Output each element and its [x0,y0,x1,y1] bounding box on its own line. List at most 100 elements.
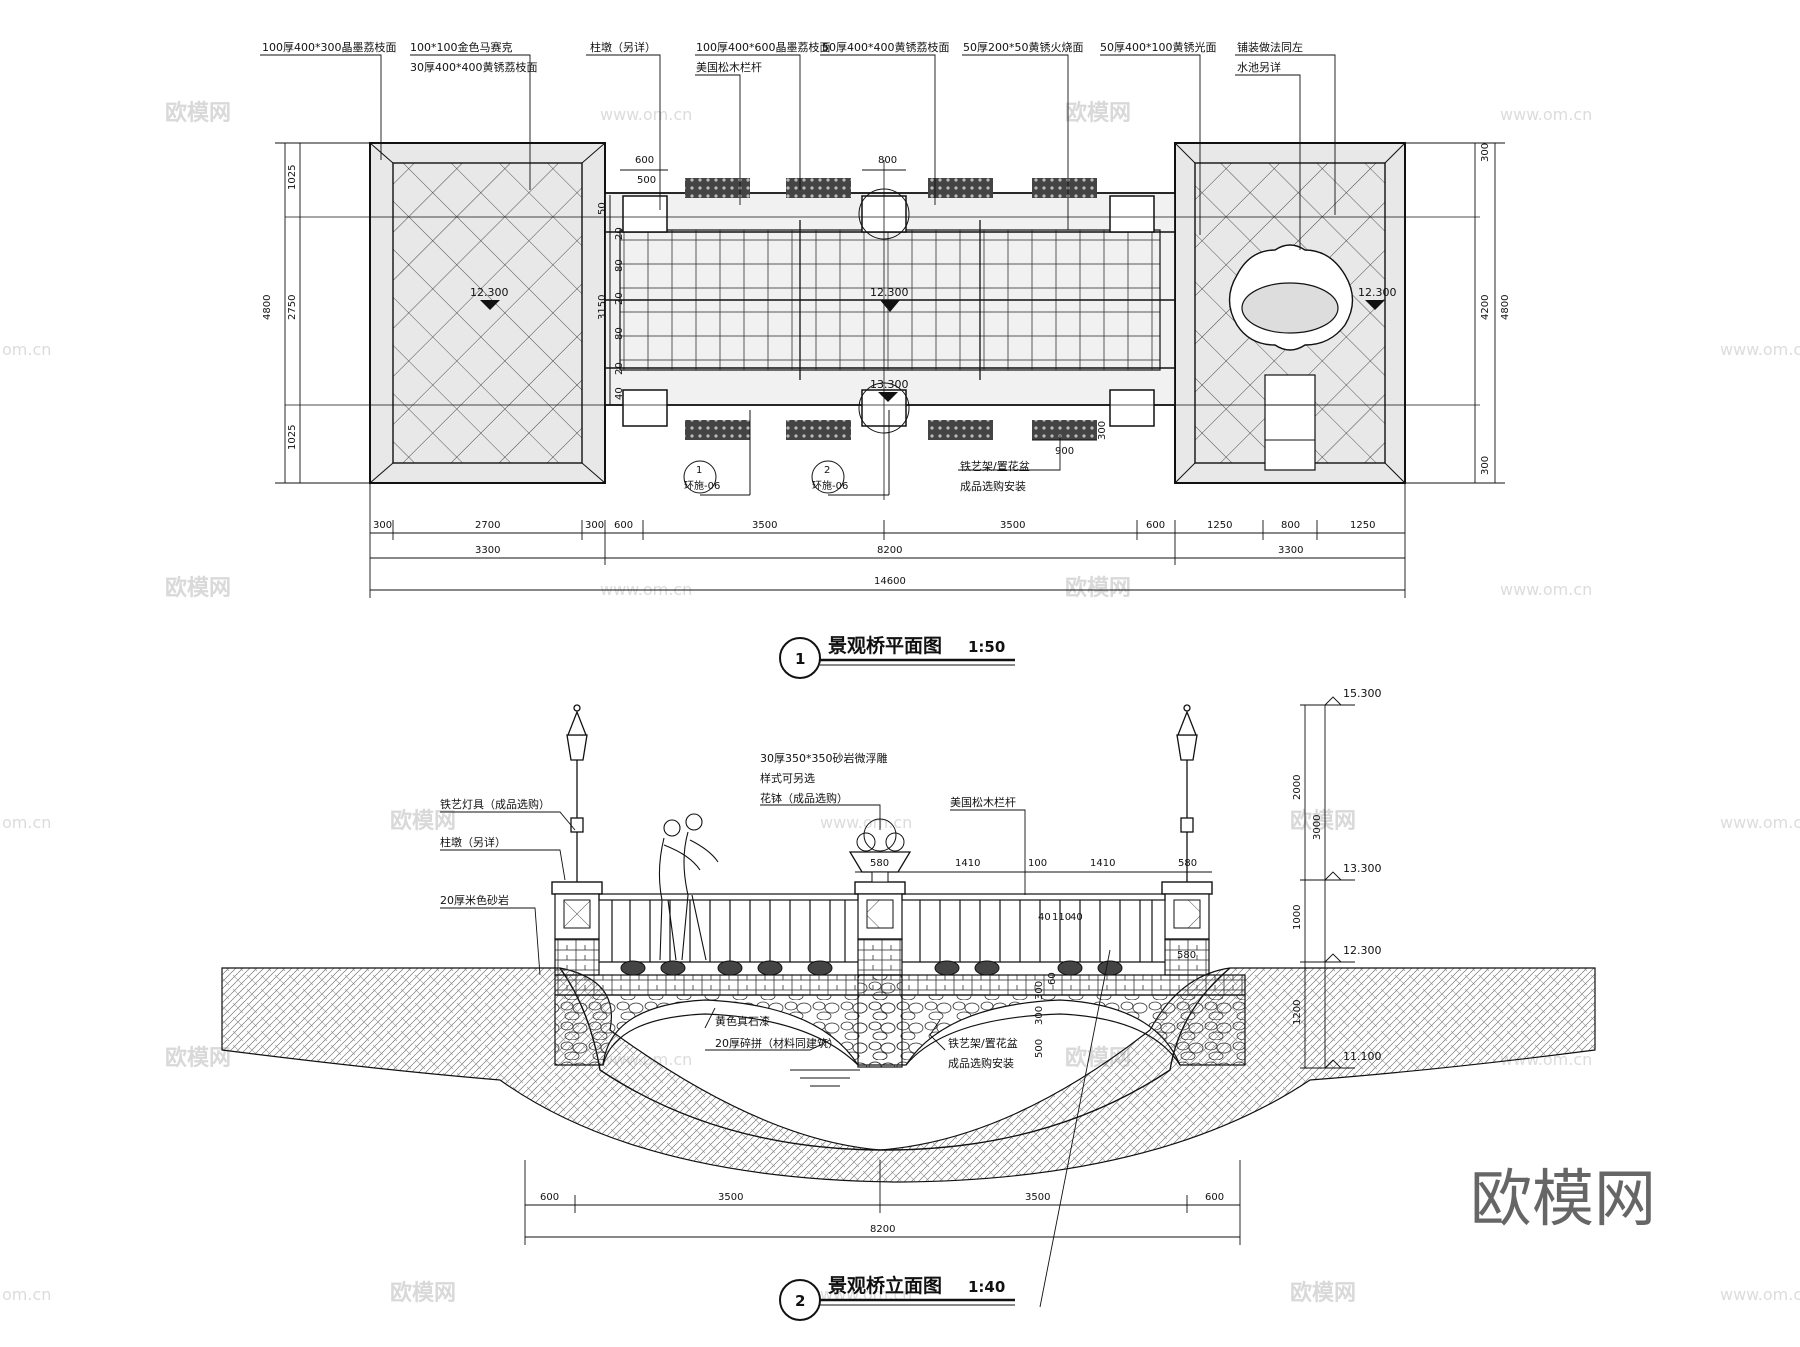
plan-dim-deck-0: 50 [597,202,608,215]
plan-ref2-number: 2 [824,465,830,476]
plan-dims-left-labels: 4800 1025 2750 1025 [262,165,298,450]
plan-label-iron-rack: 铁艺架/置花盆 [960,459,1030,473]
plan-dim-b1-1: 2700 [475,520,500,531]
plan-dim-b1-5: 3500 [1000,520,1025,531]
plan-label-paving-large: 100厚400*300晶墨荔枝面 [262,40,397,54]
watermark-brand-8: 欧模网 [1290,808,1356,834]
plan-dim-deck-5: 20 [614,362,625,375]
elev-level-0: 15.300 [1343,687,1382,700]
watermark-brand-2: 欧模网 [1065,100,1131,126]
plan-elev-center: 12.300 [870,286,909,299]
elev-level-1: 13.300 [1343,862,1382,875]
plan-dim-deck-7: 3150 [597,295,608,320]
elev-label-relief: 30厚350*350砂岩微浮雕 [760,751,888,765]
watermark-url-short-3: om.cn [2,1285,51,1304]
elev-dim-small-6: 300 [1034,1006,1045,1025]
plan-dim-top-1: 500 [637,175,656,186]
elev-lamp-left [566,704,588,882]
elev-labels: 铁艺灯具（成品选购） 柱墩（另详） 20厚米色砂岩 30厚350*350砂岩微浮… [440,751,1018,1070]
plan-dim-b1-2: 300 [585,520,604,531]
elev-label-style: 样式可另选 [760,771,815,785]
plan-dims-bottom [369,483,1406,598]
elev-scale: 1:40 [968,1278,1005,1296]
elev-dim-small-1: 110 [1052,912,1071,923]
elev-dim-small-4: 300 [1034,981,1045,1000]
elev-water [790,1069,860,1087]
plan-label-yellow-flame: 50厚200*50黄锈火烧面 [963,40,1084,54]
plan-dim-right-3: 300 [1480,456,1491,475]
elev-dim-rail-3: 1410 [1090,858,1115,869]
elev-label-iron-rack: 铁艺架/置花盆 [948,1036,1018,1050]
plan-dim-right-2: 4200 [1480,295,1491,320]
plan-dim-deck-2: 80 [614,259,625,272]
plan-right-platform [1174,142,1406,484]
watermark-url-7: www.om.cn [820,813,912,832]
plan-elev-bottom: 13.300 [870,378,909,391]
plan-label-paving-30: 30厚400*400黄锈荔枝面 [410,60,538,74]
plan-dim-b2-1: 8200 [877,545,902,556]
brand-logo-text: 欧模网 [1470,1162,1656,1235]
elev-dim-rail-1: 1410 [955,858,980,869]
elev-label-railing: 美国松木栏杆 [950,795,1016,809]
watermark-url-4: www.om.cn [1720,340,1800,359]
plan-dim-right-1: 300 [1480,143,1491,162]
watermark-url-short-1: om.cn [2,340,51,359]
plan-dim-misc-0: 900 [1055,446,1074,457]
plan-dim-left-outer: 4800 [262,295,273,320]
plan-flower-boxes [685,178,1097,440]
plan-dim-left-3: 1025 [287,425,298,450]
plan-label-pier: 柱墩（另详） [590,40,656,54]
elev-dim-right-0: 2000 [1292,775,1303,800]
plan-dim-deck-3: 20 [614,292,625,305]
plan-ref2-sheet: 环施-06 [812,479,848,492]
plan-dim-deck-4: 80 [614,327,625,340]
plan-dim-b2-2: 3300 [1278,545,1303,556]
plan-dims-right-labels: 4800 300 4200 300 [1480,143,1511,475]
elev-label-flower: 花钵（成品选购） [760,791,848,805]
plan-section-refs: 1 环施-06 2 环施-06 [683,410,890,496]
elev-level-labels: 15.300 13.300 12.300 11.100 2000 3000 10… [1292,687,1382,1063]
plan-label-yellow-polish: 50厚400*100黄锈光面 [1100,40,1217,54]
plan-leaders [260,54,1336,471]
elev-dim-right-1: 3000 [1312,815,1323,840]
plan-dims-left [275,142,370,484]
watermark-url-2: www.om.cn [1500,105,1592,124]
watermark-url-1: www.om.cn [600,105,692,124]
elev-dim-small-5: 60 [1047,972,1058,985]
elev-piers [551,881,1213,1068]
elev-dim-small-2: 40 [1070,912,1083,923]
elev-lamp-right [1176,704,1198,882]
plan-dim-b1-9: 1250 [1350,520,1375,531]
plan-dim-top-2: 800 [878,155,897,166]
elev-railings [598,893,1166,963]
plan-dim-left-2: 2750 [287,295,298,320]
plan-label-mosaic: 100*100金色马赛克 [410,40,513,54]
elev-label-install: 成品选购安装 [948,1056,1014,1070]
elev-title-index: 2 [795,1292,805,1310]
plan-label-yellow-litchi: 50厚400*400黄锈荔枝面 [822,40,950,54]
watermark-url-short-2: om.cn [2,813,51,832]
elev-dim-small-3: 580 [1177,950,1196,961]
elev-title: 景观桥立面图 [828,1274,942,1297]
watermark-brand-9: 欧模网 [165,1045,231,1071]
watermark-url-5: www.om.cn [600,580,692,599]
watermark-url-8: www.om.cn [1720,813,1800,832]
plan-title-index: 1 [795,650,805,668]
plan-dim-b1-6: 600 [1146,520,1165,531]
watermark-url-12: www.om.cn [1720,1285,1800,1304]
plan-dims-bottom-labels: 300 2700 300 600 3500 3500 600 1250 800 … [373,520,1375,587]
elev-dim-b-2: 3500 [1025,1192,1050,1203]
watermark-brand-5: 欧模网 [165,575,231,601]
elev-people-figures [658,813,719,961]
plan-labels: 100厚400*300晶墨荔枝面 100*100金色马赛克 30厚400*400… [262,40,1303,493]
elev-dim-rail-0: 580 [870,858,889,869]
plan-dim-deck-6: 40 [614,387,625,400]
plan-label-deck-paving: 100厚400*600晶墨荔枝面 [696,40,831,54]
plan-dim-b2-0: 3300 [475,545,500,556]
elev-leaders [440,804,1111,1308]
plan-scale: 1:50 [968,638,1005,656]
watermark-brand-12: 欧模网 [1290,1280,1356,1306]
elev-label-lamp: 铁艺灯具（成品选购） [440,797,550,811]
plan-dim-right-outer: 4800 [1500,295,1511,320]
plan-label-pool: 水池另详 [1237,60,1281,74]
